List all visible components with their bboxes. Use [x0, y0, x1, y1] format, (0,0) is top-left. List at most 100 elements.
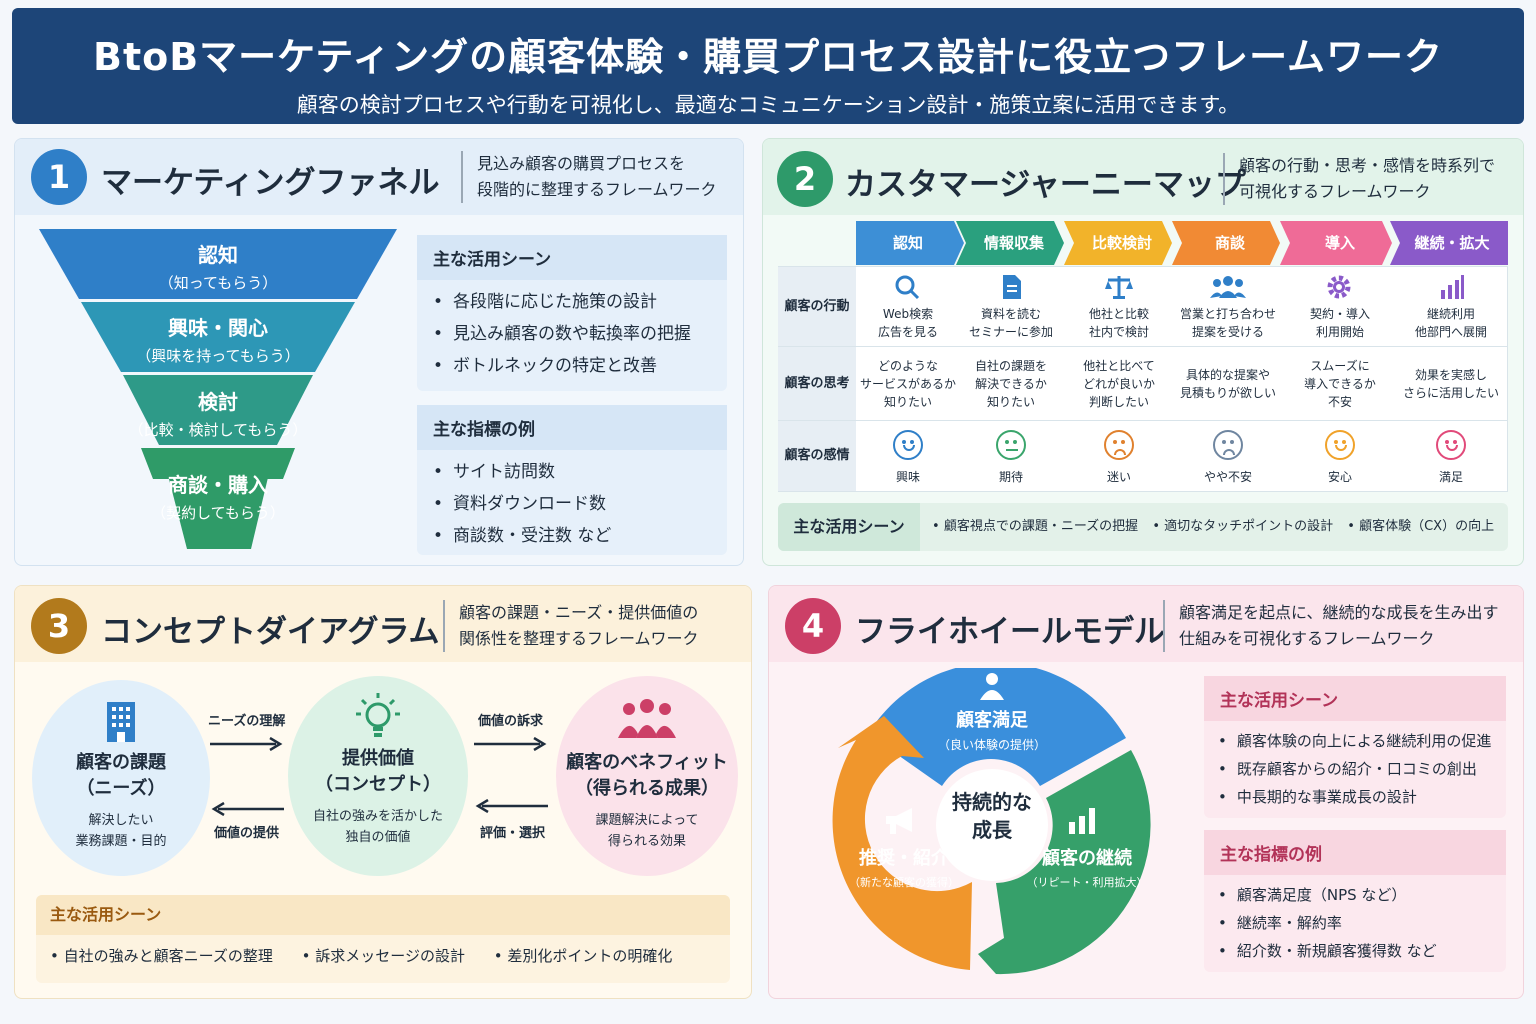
list-item: サイト訪問数	[433, 456, 711, 488]
document-icon	[1003, 275, 1021, 299]
journey-thought-cell: どのようなサービスがあるか知りたい	[859, 359, 956, 409]
list-item: • 訴求メッセージの設計	[301, 947, 465, 965]
building-icon	[107, 702, 135, 742]
panel-title: コンセプトダイアグラム	[101, 614, 440, 650]
flywheel-segment-referral	[832, 716, 972, 970]
scene-list: 各段階に応じた施策の設計 見込み顧客の数や転換率の把握 ボトルネックの特定と改善	[417, 280, 727, 382]
lightbulb-icon	[356, 693, 400, 737]
sad-face-icon	[1213, 430, 1243, 460]
journey-action-cell: 他社と比較社内で検討	[1088, 307, 1149, 339]
journey-stage-expansion: 継続・拡大	[1414, 234, 1490, 252]
scene-box: 主な活用シーン 各段階に応じた施策の設計 見込み顧客の数や転換率の把握 ボトルネ…	[417, 235, 727, 391]
arrow-label: 価値の提供	[214, 826, 280, 841]
kpi-list: 顧客満足度（NPS など） 継続率・解約率 紹介数・新規顧客獲得数 など	[1204, 875, 1506, 965]
flywheel-label-referral: 推奨・紹介 （新たな顧客の獲得）	[849, 848, 959, 889]
funnel-layer-awareness	[39, 229, 397, 299]
funnel-label-interest: 興味・関心（興味を持ってもらう）	[136, 316, 300, 365]
journey-thought-cell: 他社と比べてどれが良いか判断したい	[1082, 359, 1155, 409]
arrow-label: ニーズの理解	[208, 714, 286, 729]
panel-description: 顧客満足を起点に、継続的な成長を生み出す 仕組みを可視化するフレームワーク	[1163, 600, 1499, 652]
smile-face-icon	[893, 430, 923, 460]
journey-emotion-interest: 興味	[868, 430, 948, 485]
panel-description-line: 見込み顧客の購買プロセスを	[477, 154, 686, 173]
list-item: 商談数・受注数 など	[433, 520, 711, 552]
scene-box-title: 主な活用シーン	[417, 235, 727, 280]
journey-row-divider	[778, 346, 1508, 347]
panel-description: 顧客の課題・ニーズ・提供価値の 関係性を整理するフレームワーク	[443, 600, 699, 652]
panel-title: マーケティングファネル	[101, 165, 440, 201]
person-icon	[980, 673, 1004, 700]
flywheel-label-satisfaction: 顧客満足 （良い体験の提供）	[937, 710, 1046, 752]
flywheel-segment-satisfaction	[868, 668, 1126, 786]
list-item: 紹介数・新規顧客獲得数 など	[1218, 937, 1490, 965]
journey-emotion-satisfaction: 満足	[1411, 430, 1491, 485]
list-item: 継続率・解約率	[1218, 909, 1490, 937]
journey-thought-cell: スムーズに導入できるか不安	[1304, 359, 1376, 409]
funnel-layer-deal-base	[141, 448, 295, 479]
journey-emotion-anxiety: やや不安	[1188, 430, 1268, 485]
flywheel-label-retention: 顧客の継続 （リピート・利用拡大）	[1026, 848, 1148, 889]
journey-action-cell: 契約・導入利用開始	[1309, 307, 1370, 339]
people-icon	[618, 699, 676, 738]
panel-number: 1	[31, 149, 87, 205]
kpi-box-title: 主な指標の例	[417, 405, 727, 450]
panel-number: 2	[777, 151, 833, 207]
scene-list: 顧客体験の向上による継続利用の促進 既存顧客からの紹介・口コミの創出 中長期的な…	[1204, 721, 1506, 811]
concept-circle-benefit: 顧客のベネフィット（得られる成果） 課題解決によって得られる効果	[556, 676, 738, 876]
megaphone-icon	[886, 808, 912, 834]
list-item: 資料ダウンロード数	[433, 488, 711, 520]
funnel-layer-interest	[81, 302, 355, 372]
arrow-right-icon	[474, 737, 547, 751]
flywheel-scene-box: 主な活用シーン 顧客体験の向上による継続利用の促進 既存顧客からの紹介・口コミの…	[1204, 676, 1506, 818]
journey-stage-awareness: 認知	[892, 234, 923, 252]
funnel-label-deal: 商談・購入（契約してもらう）	[151, 473, 285, 522]
arrow-right-icon	[210, 737, 283, 751]
kpi-box: 主な指標の例 サイト訪問数 資料ダウンロード数 商談数・受注数 など	[417, 405, 727, 555]
journey-thought-cell: 自社の課題を解決できるか知りたい	[974, 359, 1047, 409]
journey-scene-items: • 顧客視点での課題・ニーズの把握 • 適切なタッチポイントの設計 • 顧客体験…	[932, 503, 1494, 551]
journey-thought-cell: 効果を実感しさらに活用したい	[1402, 368, 1499, 400]
journey-scene-title: 主な活用シーン	[778, 503, 920, 551]
page-header: BtoBマーケティングの顧客体験・購買プロセス設計に役立つフレームワーク 顧客の…	[12, 8, 1524, 124]
bar-chart-icon	[1069, 808, 1095, 834]
flywheel-center-label: 持続的な成長	[952, 790, 1032, 842]
funnel-label-consideration: 検討（比較・検討してもらう）	[128, 390, 308, 439]
panel-number: 4	[785, 598, 841, 654]
list-item: 顧客満足度（NPS など）	[1218, 881, 1490, 909]
list-item: • 適切なタッチポイントの設計	[1152, 519, 1334, 534]
journey-stage-onboarding: 導入	[1324, 234, 1355, 252]
journey-row-divider	[778, 420, 1508, 421]
panel-description: 見込み顧客の購買プロセスを 段階的に整理するフレームワーク	[461, 151, 717, 203]
journey-row-label-thought: 顧客の思考	[778, 347, 856, 420]
page-title: BtoBマーケティングの顧客体験・購買プロセス設計に役立つフレームワーク	[92, 35, 1444, 79]
panel-description-line: 顧客満足を起点に、継続的な成長を生み出す	[1179, 603, 1499, 622]
arrow-label: 価値の訴求	[478, 714, 544, 729]
scene-box-title: 主な活用シーン	[1204, 676, 1506, 721]
kpi-box-title: 主な指標の例	[1204, 830, 1506, 875]
flywheel-kpi-box: 主な指標の例 顧客満足度（NPS など） 継続率・解約率 紹介数・新規顧客獲得数…	[1204, 830, 1506, 972]
panel-description-line: 仕組みを可視化するフレームワーク	[1179, 629, 1435, 648]
list-item: ボトルネックの特定と改善	[433, 350, 711, 382]
arrow-label: 評価・選択	[480, 826, 546, 841]
funnel-layer-consideration	[123, 375, 313, 445]
journey-thought-cell: 具体的な提案や見積もりが欲しい	[1179, 368, 1276, 400]
panel-description-line: 顧客の行動・思考・感情を時系列で	[1239, 156, 1496, 175]
funnel-label-awareness: 認知（知ってもらう）	[158, 243, 278, 292]
panel-description: 顧客の行動・思考・感情を時系列で 可視化するフレームワーク	[1223, 153, 1495, 205]
scale-icon	[1105, 276, 1133, 299]
journey-action-cell: 営業と打ち合わせ提案を受ける	[1179, 307, 1276, 339]
panel-description-line: 段階的に整理するフレームワーク	[477, 180, 717, 199]
journey-stage-arrows	[856, 221, 1508, 265]
flywheel-segment-retention	[978, 750, 1151, 975]
list-item: 既存顧客からの紹介・口コミの創出	[1218, 755, 1490, 783]
flywheel-diagram	[832, 668, 1151, 975]
journey-stage-negotiation: 商談	[1214, 234, 1245, 252]
search-icon	[895, 275, 920, 300]
journey-action-cell: 継続利用他部門へ展開	[1414, 307, 1487, 339]
list-item: • 差別化ポイントの明確化	[493, 947, 673, 965]
list-item: 各段階に応じた施策の設計	[433, 286, 711, 318]
panel-description-line: 顧客の課題・ニーズ・提供価値の	[459, 603, 699, 622]
neutral-face-icon	[996, 430, 1026, 460]
concept-scene-items: • 自社の強みと顧客ニーズの整理 • 訴求メッセージの設計 • 差別化ポイントの…	[50, 942, 672, 970]
panel-number: 3	[31, 598, 87, 654]
